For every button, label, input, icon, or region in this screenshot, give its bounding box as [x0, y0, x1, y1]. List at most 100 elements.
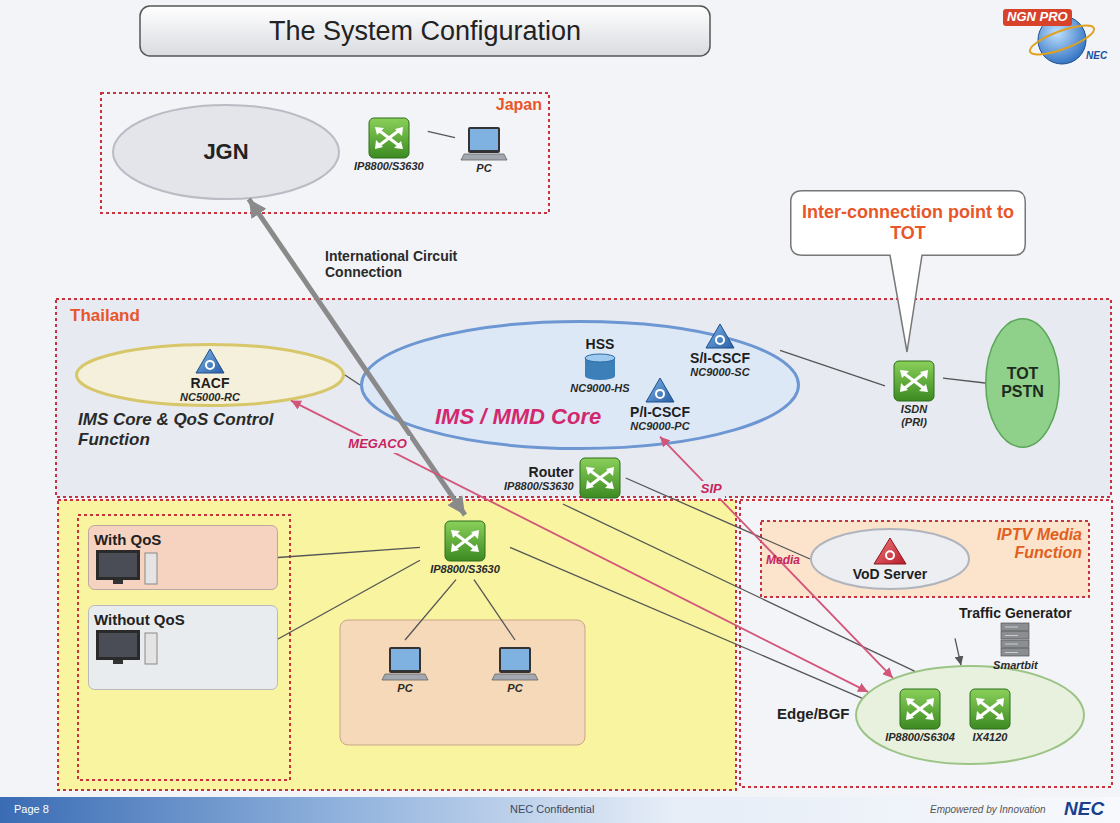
page-number: Page 8 [14, 803, 49, 816]
pstn-ellipse: TOT PSTN [985, 318, 1060, 448]
node-sublabel: Smartbit [993, 659, 1038, 672]
node-label: IP8800/S3630 [354, 160, 424, 173]
laptop-icon [460, 125, 508, 161]
client-box-shape [89, 526, 278, 590]
link-line [278, 560, 420, 639]
node-label: VoD Server [853, 566, 927, 582]
edge-label: MEGACO [345, 436, 410, 453]
link-line [943, 378, 985, 383]
server-node: P/I-CSCFNC9000-PC [600, 372, 720, 437]
node-content: HSS NC9000-HS [555, 332, 645, 399]
qos-group-box [78, 515, 290, 780]
pc-node: PC [370, 640, 440, 699]
node-content: VoD Server [810, 528, 970, 590]
pc-node: PC [455, 120, 513, 179]
node-content: Without QoS [88, 605, 278, 690]
tv-icon [95, 629, 159, 665]
node-label: PC [507, 682, 522, 695]
switch-icon [444, 520, 486, 562]
network-cloud-shape [113, 105, 339, 199]
link-line [955, 638, 961, 665]
tri-icon [195, 348, 225, 374]
link-line [405, 580, 456, 640]
core-ellipse-shape [362, 322, 799, 449]
node-label: P/I-CSCF [630, 404, 690, 420]
node-content: IPTV Media Function [760, 520, 1090, 598]
region-box-shape [56, 299, 1111, 497]
pc-group-box [340, 620, 585, 745]
node-label: Router [529, 464, 574, 480]
server-ellipse-shape [811, 529, 969, 589]
router-node: RouterIP8800/S3630 [500, 452, 626, 504]
node-sublabel: NC9000-HS [570, 382, 629, 395]
service-region [740, 500, 1112, 787]
node-label: Edge/BGF [777, 705, 850, 722]
node-label: IPTV Media Function [972, 526, 1082, 563]
signal-arrow [291, 401, 868, 692]
node-content: IP8800/S3630 [350, 112, 428, 177]
laptop-icon [381, 645, 429, 681]
node-content: IX4120 [965, 683, 1015, 748]
edge-ellipse: Edge/BGF IP8800/S6304IX4120 [775, 665, 1085, 765]
node-content: With QoS [88, 525, 278, 590]
link-line [345, 375, 360, 385]
edge-label: International Circuit Connection [325, 248, 525, 280]
client-box: With QoS [88, 525, 278, 590]
client-box: Without QoS [88, 605, 278, 690]
region-box-shape [761, 521, 1089, 597]
logo-text: NEC [1086, 50, 1107, 62]
switch-node: IP8800/S6304 [880, 683, 960, 748]
switch-icon [579, 457, 621, 499]
node-content: TOT PSTN [985, 318, 1060, 448]
node-label: S/I-CSCF [690, 350, 750, 366]
node-content: RouterIP8800/S3630 [500, 452, 626, 504]
link-line [563, 504, 915, 671]
callout-bubble-shape [791, 191, 1026, 352]
node-sublabel: IMS Core & QoS Control Function [78, 410, 308, 449]
node-label: IX4120 [973, 731, 1008, 744]
node-label: With QoS [94, 531, 161, 548]
footer-bar [0, 797, 1120, 823]
switch-icon [368, 117, 410, 159]
control-ellipse-shape [77, 345, 344, 406]
title-box [140, 6, 710, 56]
link-line [278, 547, 420, 557]
database-node: HSS NC9000-HS [555, 332, 645, 399]
node-content: PC [480, 640, 550, 699]
logo-text: NGN PRO [1003, 9, 1072, 26]
node-content: RACFNC5000-RC [75, 343, 345, 407]
node-content: IP8800/S3630 [420, 515, 510, 580]
pc-node: PC [480, 640, 550, 699]
link-line [474, 580, 515, 640]
node-label: HSS [586, 336, 615, 352]
switch-node: IP8800/S3630 [420, 515, 510, 580]
switch-node: ISDN (PRI) [885, 355, 943, 432]
link-line [780, 350, 885, 386]
node-content: Inter-connection point to TOT [790, 190, 1026, 256]
node-label: PC [476, 162, 491, 175]
signal-arrow [660, 437, 893, 678]
link-line [626, 478, 810, 559]
footer-slogan: Empowered by Innovation [930, 804, 1046, 816]
node-content: JGN [112, 104, 340, 200]
server-node: S/I-CSCFNC9000-SC [660, 318, 780, 383]
node-label: TOT PSTN [995, 365, 1051, 402]
node-sublabel: NC9000-PC [630, 420, 689, 433]
network-cloud: JGN [112, 104, 340, 200]
node-content: ISDN (PRI) [885, 355, 943, 432]
node-content: IP8800/S6304 [880, 683, 960, 748]
edge-label: SIP [698, 481, 725, 498]
node-label: RACF [191, 375, 230, 391]
node-label: IP8800/S3630 [430, 563, 500, 576]
node-sublabel: NC9000-SC [690, 366, 749, 379]
link-line [428, 131, 455, 137]
link-line [510, 547, 862, 698]
node-label: Without QoS [94, 611, 185, 628]
drum-icon [583, 353, 617, 381]
control-ellipse: RACFNC5000-RC [75, 343, 345, 407]
switch-icon [899, 688, 941, 730]
node-content: PC [455, 120, 513, 179]
edge-ellipse-shape [856, 666, 1084, 764]
node-label: Inter-connection point to TOT [794, 202, 1022, 243]
